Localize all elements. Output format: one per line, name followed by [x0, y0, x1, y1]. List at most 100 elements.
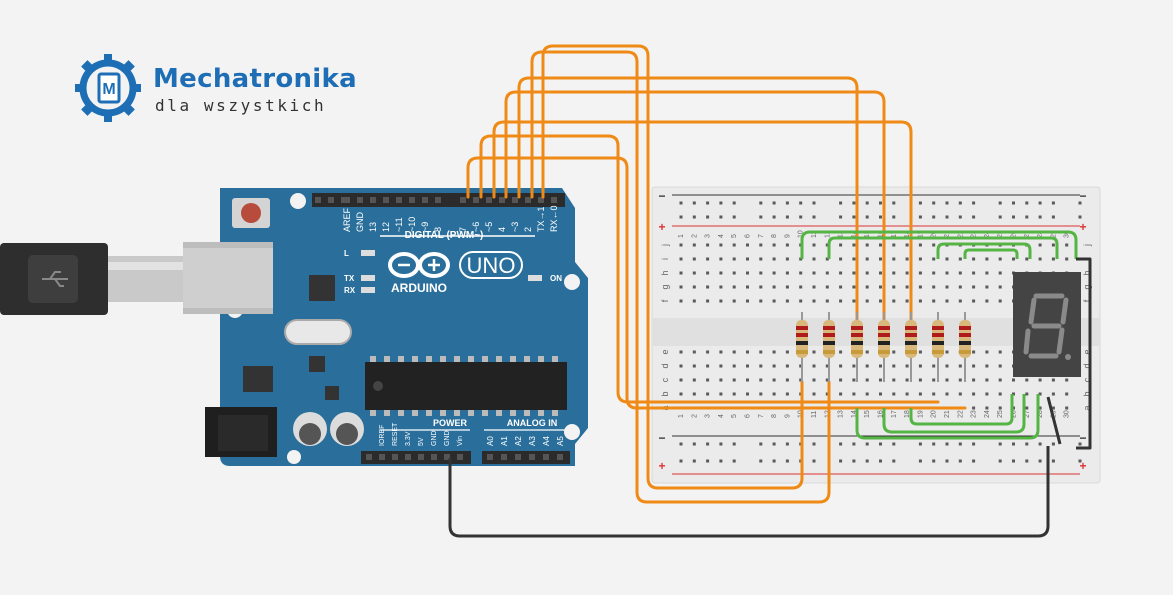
digital-pin-socket[interactable]: [370, 197, 376, 203]
analog-pin-socket[interactable]: [529, 454, 535, 460]
power-pin-socket[interactable]: [405, 454, 411, 460]
breadboard-hole: [839, 350, 843, 354]
digital-pin-socket[interactable]: [499, 197, 505, 203]
row-letter: c: [1082, 377, 1092, 382]
column-number: 7: [758, 414, 765, 418]
breadboard-hole: [852, 392, 856, 396]
digital-pin-socket[interactable]: [357, 197, 363, 203]
rail-hole: [679, 201, 683, 205]
breadboard-hole: [772, 392, 776, 396]
column-number: 4: [718, 234, 725, 238]
breadboard-hole: [998, 257, 1002, 261]
breadboard-hole: [1065, 406, 1069, 410]
breadboard-hole: [892, 285, 896, 289]
header-socket: [341, 197, 347, 203]
breadboard-hole: [706, 285, 710, 289]
rail-hole: [1012, 459, 1015, 463]
analog-pin-socket[interactable]: [501, 454, 507, 460]
resistor: [851, 312, 863, 382]
breadboard-hole: [746, 257, 749, 261]
breadboard-hole: [905, 378, 909, 382]
power-pin-socket[interactable]: [379, 454, 385, 460]
digital-pin-socket[interactable]: [383, 197, 389, 203]
breadboard-hole: [865, 271, 869, 275]
ic-pin: [412, 356, 418, 362]
column-number: 10: [798, 230, 805, 238]
power-pin-socket[interactable]: [431, 454, 437, 460]
breadboard-hole: [1025, 406, 1029, 410]
rail-hole: [998, 215, 1002, 219]
breadboard-hole: [692, 257, 696, 261]
rail-hole: [945, 215, 949, 219]
breadboard-hole: [958, 285, 962, 289]
rail-hole: [719, 201, 723, 205]
breadboard-hole: [998, 285, 1002, 289]
analog-pin-socket[interactable]: [515, 454, 521, 460]
breadboard-hole: [759, 350, 763, 354]
analog-pin-label: A1: [500, 436, 509, 446]
digital-pin-socket[interactable]: [551, 197, 557, 203]
breadboard-hole: [918, 285, 922, 289]
breadboard-hole: [825, 257, 829, 261]
digital-pin-socket[interactable]: [396, 197, 402, 203]
column-number: 7: [758, 234, 765, 238]
power-pin-socket[interactable]: [392, 454, 398, 460]
breadboard-hole: [706, 378, 710, 382]
ic-pin: [398, 410, 404, 416]
breadboard-hole: [852, 243, 856, 247]
breadboard-hole: [958, 364, 962, 368]
resistor: [905, 312, 917, 382]
rail-hole: [692, 442, 696, 446]
breadboard-hole: [759, 271, 763, 275]
column-number: 24: [984, 410, 991, 418]
breadboard-hole: [972, 364, 976, 368]
digital-pin-socket[interactable]: [512, 197, 518, 203]
resistor-band: [851, 350, 863, 354]
digital-pin-socket[interactable]: [525, 197, 531, 203]
breadboard-hole: [719, 392, 723, 396]
header-socket: [328, 197, 334, 203]
breadboard-hole: [852, 299, 856, 303]
digital-pin-socket[interactable]: [538, 197, 544, 203]
digital-pin-socket[interactable]: [460, 197, 466, 203]
breadboard-hole: [1038, 378, 1042, 382]
column-number: 3: [705, 234, 712, 238]
breadboard-hole: [905, 299, 909, 303]
column-number: 8: [771, 414, 778, 418]
power-pin-socket[interactable]: [418, 454, 424, 460]
digital-pin-socket[interactable]: [422, 197, 428, 203]
analog-pin-socket[interactable]: [543, 454, 549, 460]
segment-wire: [855, 394, 1040, 440]
power-pin-socket[interactable]: [444, 454, 450, 460]
digital-pin-label: 2: [523, 227, 533, 232]
breadboard-hole: [839, 364, 843, 368]
breadboard-hole: [679, 350, 683, 354]
resistor-band: [851, 333, 863, 337]
power-pin-socket[interactable]: [457, 454, 463, 460]
column-number: 6: [745, 414, 752, 418]
ic-pin: [370, 410, 376, 416]
reset-button[interactable]: [232, 198, 270, 228]
digital-pin-label: GND: [355, 212, 365, 233]
digital-pin-socket[interactable]: [486, 197, 492, 203]
rail-hole: [1038, 201, 1042, 205]
digital-pin-socket[interactable]: [435, 197, 441, 203]
digital-pin-label: 8: [433, 227, 443, 232]
breadboard-hole: [679, 271, 683, 275]
breadboard-hole: [918, 257, 922, 261]
breadboard-hole: [879, 378, 882, 382]
column-number: 22: [957, 410, 964, 418]
column-number: 17: [891, 410, 898, 418]
power-pin-socket[interactable]: [366, 454, 372, 460]
breadboard-hole: [905, 271, 909, 275]
rail-hole: [799, 201, 803, 205]
breadboard-hole: [1038, 392, 1042, 396]
analog-pin-socket[interactable]: [557, 454, 563, 460]
digital-pin-socket[interactable]: [473, 197, 479, 203]
rail-hole: [958, 442, 962, 446]
breadboard-hole: [998, 299, 1002, 303]
breadboard-hole: [865, 285, 869, 289]
analog-pin-socket[interactable]: [487, 454, 493, 460]
resistor-band: [905, 341, 917, 345]
digital-pin-socket[interactable]: [409, 197, 415, 203]
